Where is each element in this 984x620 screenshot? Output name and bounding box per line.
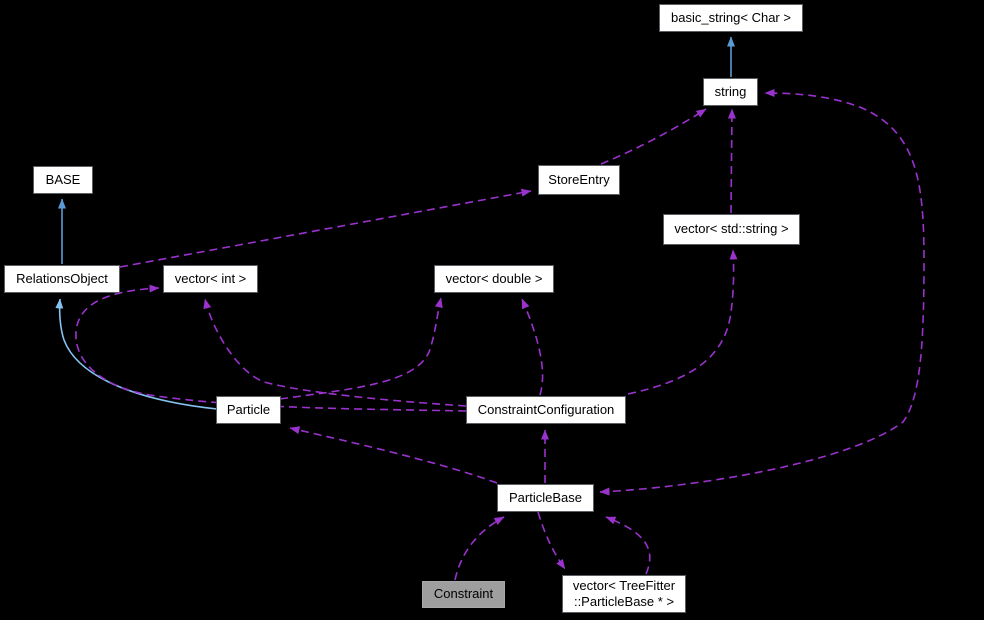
node-constraint-label: Constraint: [433, 586, 494, 602]
node-relations-object[interactable]: RelationsObject: [4, 265, 120, 293]
node-constraint-configuration-label: ConstraintConfiguration: [477, 401, 615, 417]
edge-constraintconfiguration-vectorint-left: [75, 284, 467, 412]
node-vector-int-label: vector< int >: [174, 270, 247, 286]
edge-relationsobject-storeentry: [119, 188, 532, 268]
node-string[interactable]: string: [703, 78, 758, 106]
node-constraint[interactable]: Constraint: [422, 581, 505, 608]
node-constraint-configuration[interactable]: ConstraintConfiguration: [466, 396, 626, 424]
node-vector-treefitter-particlebase[interactable]: vector< TreeFitter ::ParticleBase * >: [562, 575, 686, 613]
node-vector-treefitter-particlebase-label-line1: vector< TreeFitter: [572, 577, 676, 593]
edge-particlebase-vectortreefitter: [537, 511, 566, 570]
node-particle[interactable]: Particle: [216, 396, 281, 424]
node-basic-string-label: basic_string< Char >: [671, 9, 791, 25]
edge-vectorstdstring-string: [727, 108, 736, 214]
edge-particle-relationsobject: [55, 298, 218, 410]
edge-constraint-particlebase: [454, 516, 505, 581]
edge-particlebase-particle: [289, 426, 498, 484]
node-vector-std-string-label: vector< std::string >: [674, 221, 789, 237]
node-particle-label: Particle: [226, 401, 271, 417]
edge-particlebase-string: [599, 89, 925, 496]
edge-particle-vectordouble: [279, 297, 443, 400]
node-basic-string[interactable]: basic_string< Char >: [659, 4, 803, 32]
node-store-entry-label: StoreEntry: [548, 171, 610, 187]
node-string-label: string: [714, 83, 747, 99]
node-particle-base[interactable]: ParticleBase: [497, 484, 594, 512]
node-base[interactable]: BASE: [33, 166, 93, 194]
node-vector-double-label: vector< double >: [445, 270, 543, 286]
node-relations-object-label: RelationsObject: [16, 270, 108, 286]
node-vector-treefitter-particlebase-label-line2: ::ParticleBase * >: [573, 594, 675, 609]
node-vector-std-string[interactable]: vector< std::string >: [663, 214, 800, 245]
node-vector-double[interactable]: vector< double >: [434, 265, 554, 293]
edge-constraintconfiguration-vectorstdstring: [627, 249, 738, 395]
edge-vectortreefitter-particlebase: [605, 516, 651, 575]
edge-constraintconfiguration-vectordouble: [521, 298, 544, 396]
edge-storeentry-string: [600, 108, 707, 165]
edge-constraintconfiguration-vectorint: [203, 298, 467, 407]
node-vector-int[interactable]: vector< int >: [163, 265, 258, 293]
node-particle-base-label: ParticleBase: [509, 489, 582, 505]
node-base-label: BASE: [45, 171, 81, 187]
node-store-entry[interactable]: StoreEntry: [538, 165, 620, 195]
